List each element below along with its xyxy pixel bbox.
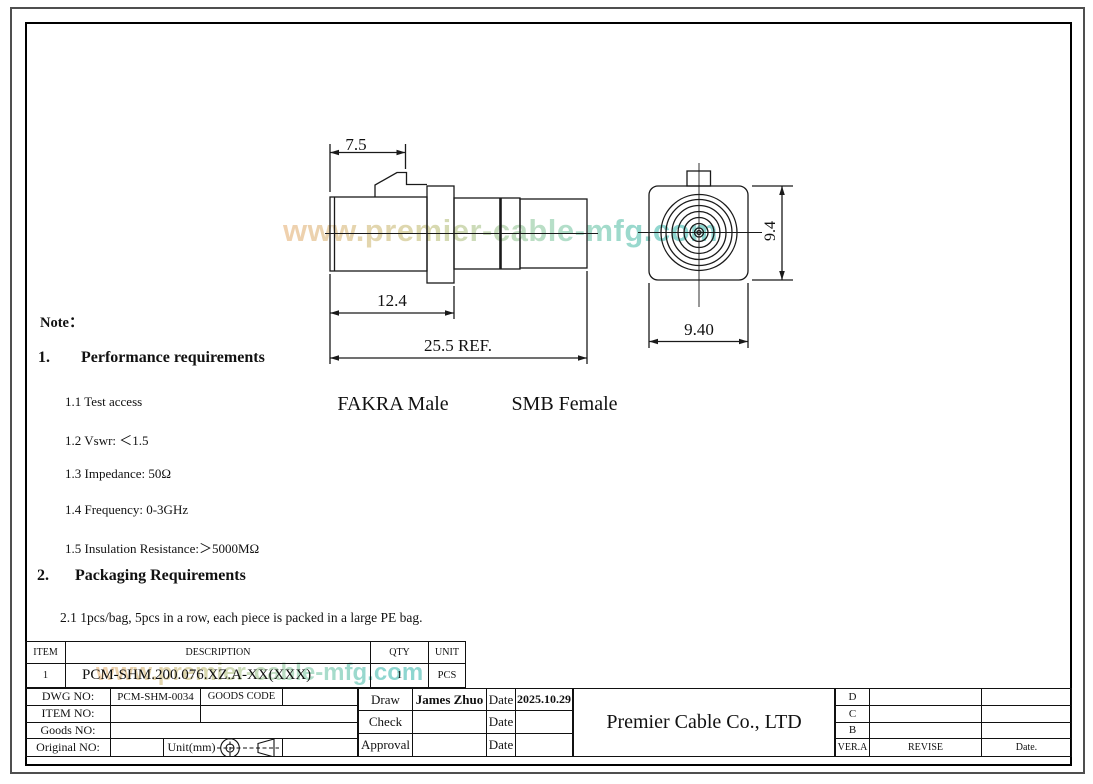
parts-table: ITEM DESCRIPTION QTY UNIT 1 PCM-SHM.200.… xyxy=(25,641,466,688)
goods-no-value xyxy=(111,723,357,740)
goods-code-label: GOODS CODE xyxy=(201,689,283,706)
inner-border xyxy=(25,22,1072,766)
unit-mm-cell: Unit(mm) xyxy=(164,739,283,756)
empty-cell xyxy=(201,706,357,723)
front-view-dimension-lines xyxy=(648,185,793,348)
approval-label: Approval xyxy=(359,733,413,756)
title-block-signatures: Draw James Zhuo Date 2025.10.29 Check Da… xyxy=(358,688,573,757)
parts-cell-item: 1 xyxy=(26,664,66,687)
view-label-smb-female: SMB Female xyxy=(511,393,618,415)
dim-label-12-4: 12.4 xyxy=(377,291,407,310)
revision-ver-label: VER.A xyxy=(836,739,870,756)
section-2-title: Packaging Requirements xyxy=(75,567,246,584)
outer-border xyxy=(10,7,1085,774)
parts-cell-qty: 1 xyxy=(371,664,429,687)
parts-header-qty: QTY xyxy=(371,642,429,664)
front-view-connector xyxy=(638,163,762,307)
dim-label-9-4: 9.4 xyxy=(762,221,779,241)
item-no-value xyxy=(111,705,201,723)
revision-date-cell xyxy=(982,689,1071,706)
check-date-label: Date xyxy=(487,711,516,734)
note-item-1-5: 1.5 Insulation Resistance:＞5000MΩ xyxy=(65,541,260,556)
check-label: Check xyxy=(359,711,413,734)
approval-date-value xyxy=(516,734,572,756)
note-item-2-1: 2.1 1pcs/bag, 5pcs in a row, each piece … xyxy=(60,610,423,625)
section-1-heading: 1. Performance requirements xyxy=(38,349,265,367)
revision-date-label: Date. xyxy=(1015,742,1038,754)
approval-date-label: Date xyxy=(487,733,516,756)
empty-cell xyxy=(283,739,357,756)
revision-letter-c: C xyxy=(836,705,870,723)
revision-desc-cell xyxy=(870,689,982,706)
title-block-numbers: DWG NO: PCM-SHM-0034 GOODS CODE ITEM NO:… xyxy=(25,688,358,757)
goods-no-label: Goods NO: xyxy=(26,722,111,740)
side-view-connector xyxy=(325,171,598,284)
approval-name xyxy=(413,733,487,756)
revision-revise-label: REVISE xyxy=(870,739,982,756)
dwg-no-label: DWG NO: xyxy=(26,689,111,706)
note-item-1-2: 1.2 Vswr: ＜1.5 xyxy=(65,433,149,448)
parts-cell-unit: PCS xyxy=(437,670,457,681)
draw-label: Draw xyxy=(359,689,413,712)
revision-desc-cell xyxy=(870,722,982,740)
section-2-heading: 2. Packaging Requirements xyxy=(37,567,246,585)
note-item-1-4: 1.4 Frequency: 0-3GHz xyxy=(65,502,189,517)
draw-date-value: 2025.10.29 xyxy=(516,689,572,712)
draw-date-label: Date xyxy=(487,689,516,712)
section-1-number: 1. xyxy=(38,349,50,366)
parts-header-description: DESCRIPTION xyxy=(66,642,371,664)
check-date-value xyxy=(516,711,572,734)
empty-cell xyxy=(111,739,164,756)
draw-name: James Zhuo xyxy=(413,689,487,712)
empty-cell xyxy=(283,689,357,706)
dim-label-7-5: 7.5 xyxy=(345,135,367,154)
parts-cell-description: PCM-SHM.200.076.XZ.A-XX(XXX) xyxy=(66,664,371,687)
view-label-fakra-male: FAKRA Male xyxy=(337,393,449,415)
section-1-title: Performance requirements xyxy=(81,349,265,366)
item-no-label: ITEM NO: xyxy=(26,705,111,723)
parts-header-item: ITEM xyxy=(26,642,66,664)
dim-label-25-5-ref: 25.5 REF. xyxy=(423,336,493,355)
revision-date-cell xyxy=(982,723,1071,740)
note-item-1-3: 1.3 Impedance: 50Ω xyxy=(65,466,172,481)
dwg-no-value: PCM-SHM-0034 xyxy=(111,689,201,706)
unit-mm-label: Unit(mm) xyxy=(167,740,216,755)
note-heading: Note： xyxy=(40,315,84,331)
revision-desc-cell xyxy=(870,705,982,723)
note-item-1-1: 1.1 Test access xyxy=(65,394,143,409)
dim-label-9-40: 9.40 xyxy=(684,320,714,339)
section-2-number: 2. xyxy=(37,567,49,584)
revision-letter-d: D xyxy=(836,689,870,706)
revision-date-cell xyxy=(982,706,1071,723)
original-no-label: Original NO: xyxy=(26,739,111,756)
check-name xyxy=(413,711,487,734)
first-angle-projection-icon xyxy=(216,739,279,756)
company-name: Premier Cable Co., LTD xyxy=(573,688,835,757)
parts-header-unit: UNIT xyxy=(429,642,465,664)
revision-letter-b: B xyxy=(836,722,870,740)
side-view-dimension-lines xyxy=(329,144,588,364)
revision-table: D C B VER.A REVISE Date. xyxy=(835,688,1072,757)
